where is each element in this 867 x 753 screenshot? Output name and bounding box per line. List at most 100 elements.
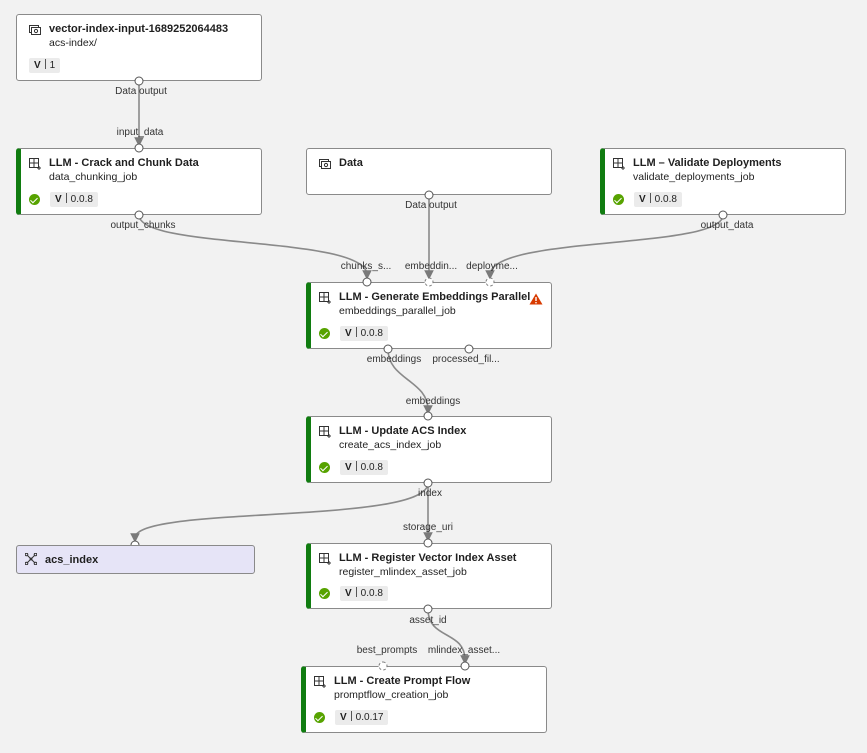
node-title: LLM - Create Prompt Flow: [334, 675, 471, 687]
node-subtitle: embeddings_parallel_job: [339, 305, 456, 317]
edge-register-to-prompt: [427, 608, 470, 665]
port-embed-chunks-input[interactable]: [362, 277, 372, 287]
component-icon: [29, 158, 41, 170]
port-label: storage_uri: [402, 522, 454, 533]
node-subtitle: create_acs_index_job: [339, 439, 442, 451]
component-icon: [319, 292, 331, 304]
version-badge: V 0.0.8: [634, 192, 682, 207]
port-label: deployme...: [466, 261, 518, 272]
version-label: V: [345, 588, 352, 599]
port-label: mlindex_asset...: [427, 645, 501, 656]
warning-icon[interactable]: [529, 293, 543, 305]
node-subtitle: data_chunking_job: [49, 171, 138, 183]
success-icon: [613, 194, 624, 205]
version-value: 1: [49, 60, 56, 71]
version-label: V: [345, 462, 352, 473]
version-value: 0.0.8: [360, 462, 383, 473]
node-update-acs-index[interactable]: LLM - Update ACS Index create_acs_index_…: [306, 416, 552, 483]
version-value: 0.0.8: [70, 194, 93, 205]
port-crack-input[interactable]: [134, 143, 144, 153]
node-subtitle: acs-index/: [49, 37, 97, 49]
node-register-vector-index[interactable]: LLM - Register Vector Index Asset regist…: [306, 543, 552, 609]
node-title: LLM – Validate Deployments: [633, 157, 782, 169]
port-input-data-output[interactable]: [134, 76, 144, 86]
port-label: input_data: [116, 127, 164, 138]
success-icon: [29, 194, 40, 205]
node-title: LLM - Register Vector Index Asset: [339, 552, 517, 564]
edge-acs-to-acsindex: [130, 482, 429, 543]
node-title: LLM - Generate Embeddings Parallel: [339, 291, 531, 303]
node-title: vector-index-input-1689252064483: [49, 23, 229, 35]
node-acs-index-output[interactable]: acs_index: [16, 545, 255, 574]
node-create-prompt-flow[interactable]: LLM - Create Prompt Flow promptflow_crea…: [301, 666, 547, 733]
port-label: processed_fil...: [432, 354, 500, 365]
port-label: Data output: [115, 86, 167, 97]
port-register-output[interactable]: [423, 604, 433, 614]
node-title: LLM - Update ACS Index: [339, 425, 467, 437]
version-label: V: [345, 328, 352, 339]
version-badge: V 0.0.8: [340, 460, 388, 475]
component-icon: [314, 676, 326, 688]
component-icon: [613, 158, 625, 170]
port-embed-processed-output[interactable]: [464, 344, 474, 354]
version-label: V: [34, 60, 41, 71]
port-register-input[interactable]: [423, 538, 433, 548]
success-icon: [314, 712, 325, 723]
success-icon: [319, 328, 330, 339]
port-embed-embeddings-input[interactable]: [424, 277, 434, 287]
node-title: acs_index: [45, 554, 99, 566]
success-icon: [319, 588, 330, 599]
version-value: 0.0.8: [360, 328, 383, 339]
port-validate-output[interactable]: [718, 210, 728, 220]
node-data[interactable]: Data: [306, 148, 552, 195]
version-label: V: [55, 194, 62, 205]
version-badge: V 0.0.17: [335, 710, 389, 725]
node-vector-index-input[interactable]: vector-index-input-1689252064483 acs-ind…: [16, 14, 262, 81]
dataset-icon: [319, 159, 331, 169]
node-subtitle: register_mlindex_asset_job: [339, 566, 467, 578]
port-label: output_data: [700, 220, 754, 231]
port-acs-index-output[interactable]: [423, 478, 433, 488]
port-embed-embeddings-output[interactable]: [383, 344, 393, 354]
version-badge: V 0.0.8: [340, 326, 388, 341]
version-label: V: [639, 194, 646, 205]
dataset-icon: [29, 25, 41, 35]
port-data-output[interactable]: [424, 190, 434, 200]
node-validate-deployments[interactable]: LLM – Validate Deployments validate_depl…: [600, 148, 846, 215]
port-label: Data output: [405, 200, 457, 211]
port-label: index: [418, 488, 442, 499]
node-title: Data: [339, 157, 363, 169]
version-value: 0.0.8: [654, 194, 677, 205]
port-embed-deployments-input[interactable]: [485, 277, 495, 287]
port-label: output_chunks: [110, 220, 176, 231]
edge-validate-to-embed: [485, 214, 724, 280]
node-crack-and-chunk[interactable]: LLM - Crack and Chunk Data data_chunking…: [16, 148, 262, 215]
node-title: LLM - Crack and Chunk Data: [49, 157, 199, 169]
port-label: embeddings: [366, 354, 422, 365]
port-crack-output[interactable]: [134, 210, 144, 220]
port-label: asset_id: [409, 615, 447, 626]
version-label: V: [340, 712, 347, 723]
version-badge: V 0.0.8: [340, 586, 388, 601]
version-value: 0.0.17: [355, 712, 384, 723]
node-subtitle: validate_deployments_job: [633, 171, 755, 183]
port-prompt-best-prompts-input[interactable]: [378, 661, 388, 671]
component-icon: [319, 426, 331, 438]
edge-crack-to-embed: [138, 214, 372, 280]
version-badge: V 0.0.8: [50, 192, 98, 207]
port-label: best_prompts: [356, 645, 418, 656]
component-icon: [319, 553, 331, 565]
port-prompt-mlindex-input[interactable]: [460, 661, 470, 671]
port-label: embeddin...: [404, 261, 458, 272]
model-icon: [25, 553, 37, 565]
edge-embed-to-acs: [387, 348, 433, 415]
version-value: 0.0.8: [360, 588, 383, 599]
port-label: embeddings: [405, 396, 461, 407]
node-subtitle: promptflow_creation_job: [334, 689, 449, 701]
success-icon: [319, 462, 330, 473]
node-generate-embeddings[interactable]: LLM - Generate Embeddings Parallel embed…: [306, 282, 552, 349]
port-acs-input[interactable]: [423, 411, 433, 421]
port-label: chunks_s...: [340, 261, 392, 272]
